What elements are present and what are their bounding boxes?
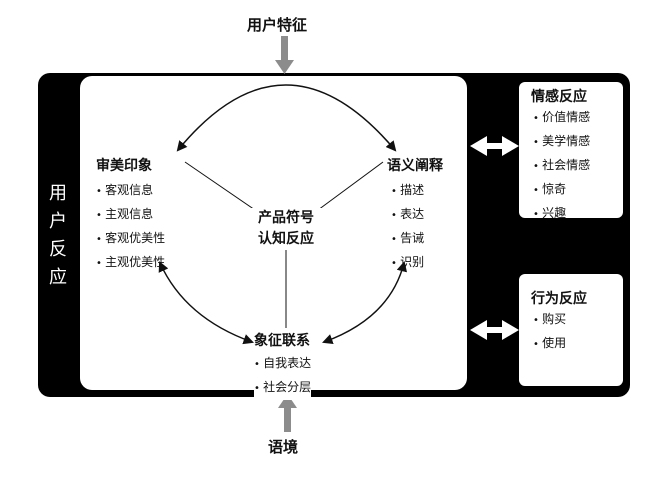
center-label-line: 产品符号 xyxy=(258,210,314,226)
bottom-input-arrow-shaft xyxy=(284,406,291,432)
symbolic-title: 象征联系 xyxy=(254,333,310,349)
side-label-char: 用 xyxy=(49,183,67,204)
list-item: 社会情感 xyxy=(533,154,623,178)
symbolic-node: 象征联系 自我表达 社会分层 xyxy=(254,330,312,400)
list-item: 兴趣 xyxy=(533,202,623,226)
list-item: 描述 xyxy=(391,179,443,203)
list-item: 美学情感 xyxy=(533,130,623,154)
list-item: 社会分层 xyxy=(254,376,311,400)
user-characteristics-label: 用户特征 xyxy=(246,16,307,34)
emotional-link-arrow xyxy=(470,136,519,156)
symbolic-list: 自我表达 社会分层 xyxy=(254,352,311,400)
list-item: 客观优美性 xyxy=(96,227,165,251)
emotional-response-box: 情感反应 价值情感 美学情感 社会情感 惊奇 兴趣 xyxy=(519,82,623,220)
top-input-arrow-shaft xyxy=(281,36,288,62)
side-label-char: 反 xyxy=(49,239,67,260)
list-item: 购买 xyxy=(533,308,623,332)
list-item: 客观信息 xyxy=(96,179,165,203)
list-item: 识别 xyxy=(391,251,443,275)
semantic-title: 语义阐释 xyxy=(387,158,443,174)
list-item: 价值情感 xyxy=(533,106,623,130)
user-response-side-label: 用 户 反 应 xyxy=(44,180,72,292)
aesthetic-list: 客观信息 主观信息 客观优美性 主观优美性 xyxy=(96,179,165,275)
spoke-to-aesthetic xyxy=(184,161,256,211)
side-label-char: 户 xyxy=(49,211,67,232)
arc-aesthetic-semantic xyxy=(176,84,397,152)
behavioral-link-arrow xyxy=(470,320,519,340)
semantic-node: 语义阐释 描述 表达 告诫 识别 xyxy=(387,155,443,275)
emotional-list: 价值情感 美学情感 社会情感 惊奇 兴趣 xyxy=(533,106,623,226)
arc-aesthetic-symbolic xyxy=(158,261,254,345)
semantic-list: 描述 表达 告诫 识别 xyxy=(387,179,443,275)
emotional-title: 情感反应 xyxy=(531,89,587,105)
list-item: 告诫 xyxy=(391,227,443,251)
center-label-line: 认知反应 xyxy=(258,231,314,247)
top-input-arrow-head xyxy=(275,60,294,74)
center-label: 产品符号 认知反应 xyxy=(248,208,324,250)
context-label: 语境 xyxy=(267,438,298,456)
list-item: 主观信息 xyxy=(96,203,165,227)
aesthetic-title: 审美印象 xyxy=(96,158,152,174)
bottom-input-arrow-head xyxy=(278,394,297,408)
list-item: 自我表达 xyxy=(254,352,311,376)
spoke-to-semantic xyxy=(317,161,384,211)
list-item: 表达 xyxy=(391,203,443,227)
list-item: 使用 xyxy=(533,332,623,356)
aesthetic-node: 审美印象 客观信息 主观信息 客观优美性 主观优美性 xyxy=(96,155,165,275)
side-label-char: 应 xyxy=(49,267,67,288)
behavioral-title: 行为反应 xyxy=(531,291,587,307)
list-item: 惊奇 xyxy=(533,178,623,202)
list-item: 主观优美性 xyxy=(96,251,165,275)
behavioral-response-box: 行为反应 购买 使用 xyxy=(519,274,623,386)
behavioral-list: 购买 使用 xyxy=(533,308,623,356)
